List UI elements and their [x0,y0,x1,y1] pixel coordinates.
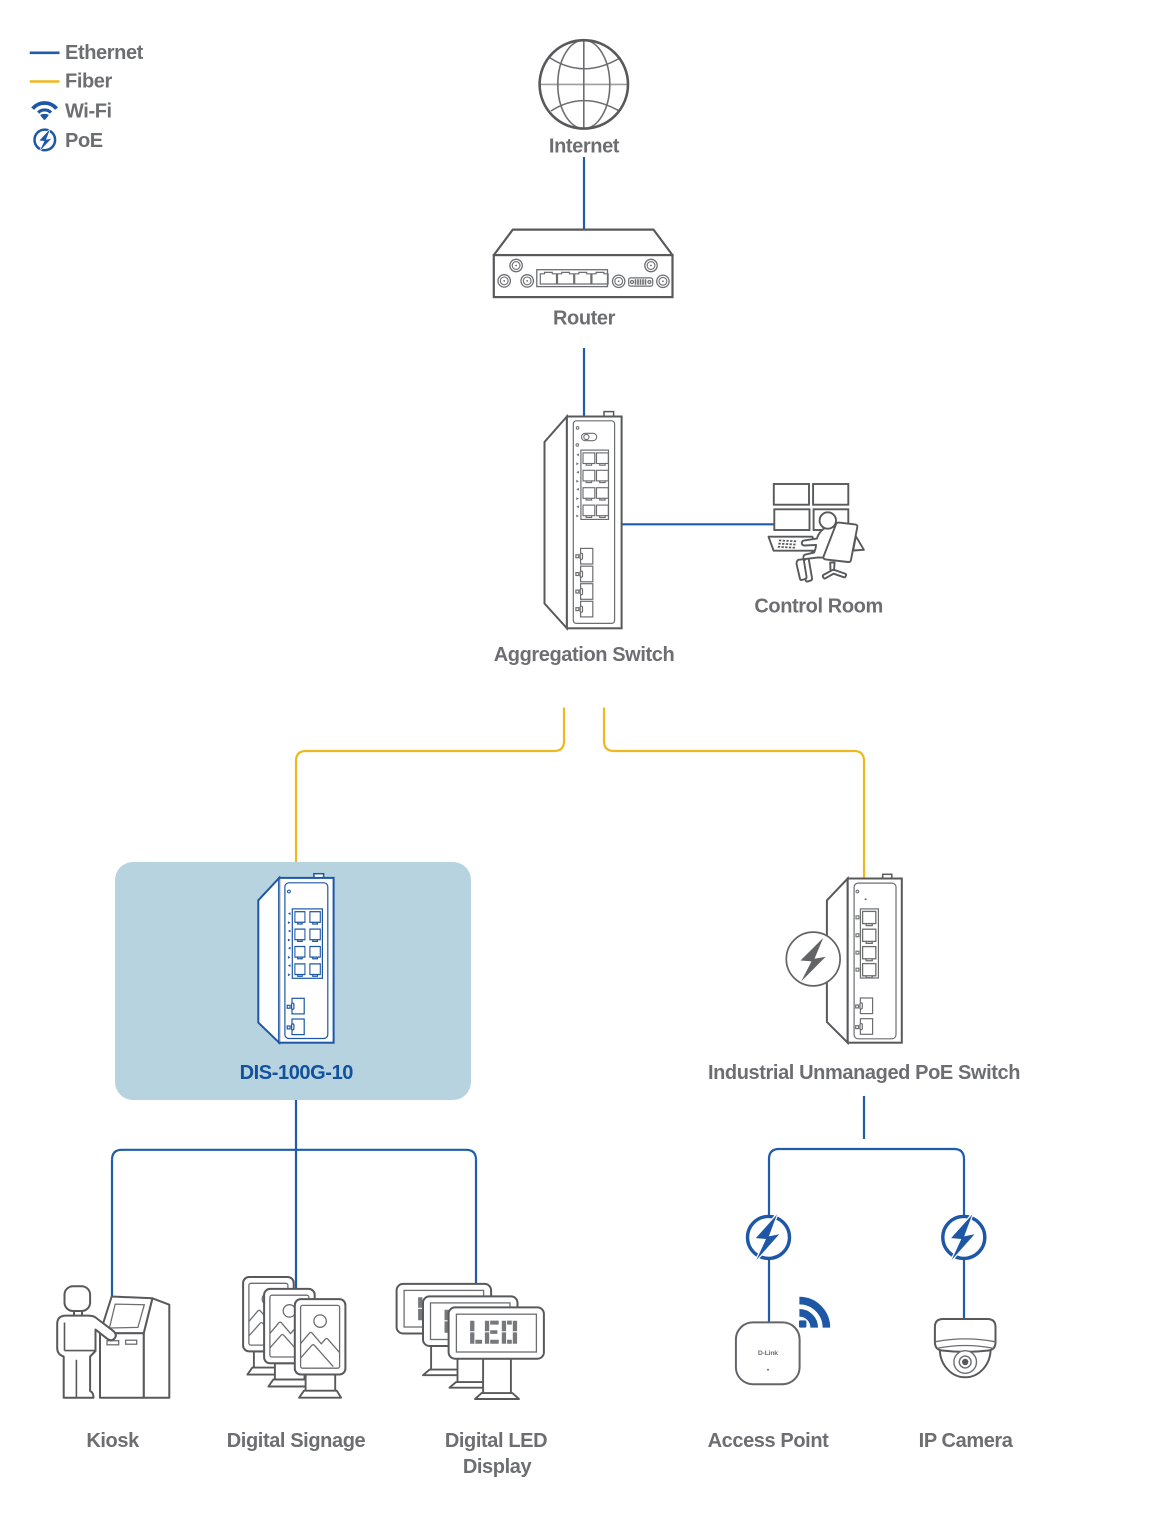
svg-text:Digital LED: Digital LED [445,1430,547,1452]
svg-text:Router: Router [553,307,616,329]
svg-text:Industrial Unmanaged PoE Switc: Industrial Unmanaged PoE Switch [708,1062,1020,1084]
svg-text:Internet: Internet [549,135,620,157]
svg-text:Digital Signage: Digital Signage [227,1430,366,1452]
svg-text:Kiosk: Kiosk [86,1430,140,1452]
svg-text:Display: Display [463,1456,533,1478]
svg-text:DIS-100G-10: DIS-100G-10 [240,1062,354,1084]
svg-text:Ethernet: Ethernet [65,42,144,64]
svg-text:Access Point: Access Point [708,1430,830,1452]
svg-text:D-Link: D-Link [758,1350,778,1357]
svg-text:Wi-Fi: Wi-Fi [65,100,112,122]
svg-text:Control Room: Control Room [754,595,883,617]
svg-text:Aggregation Switch: Aggregation Switch [494,644,675,666]
svg-text:IP Camera: IP Camera [919,1430,1014,1452]
svg-text:PoE: PoE [65,130,103,152]
svg-text:Fiber: Fiber [65,71,113,93]
